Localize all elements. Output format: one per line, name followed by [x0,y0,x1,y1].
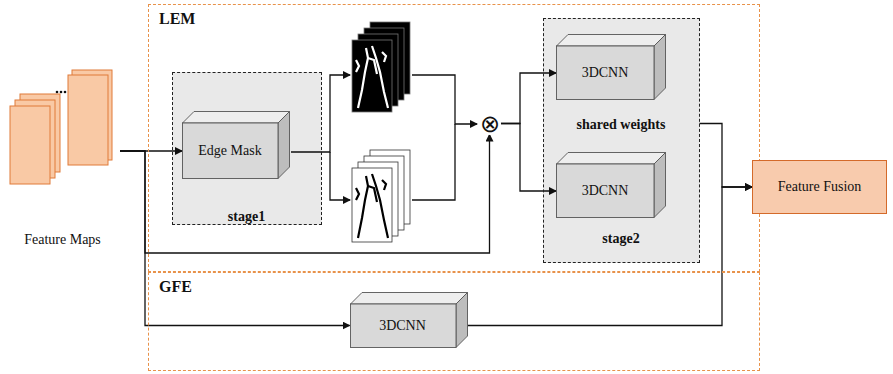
stage-label: shared weights [544,117,699,133]
cnn-block: Edge Mask [182,111,290,179]
stage-label: stage1 [173,209,321,225]
fusion-box: Feature Fusion [752,160,887,214]
node-label: 3DCNN [379,318,426,334]
node-label: Feature Maps [5,232,120,248]
module-region: GFE 3DCNN [148,272,760,371]
cnn-block: 3DCNN [350,292,468,348]
multiply-symbol: ⊗ [480,113,500,135]
feature-maps: Feature Maps [5,62,120,252]
cnn-block: 3DCNN [556,34,666,100]
module-region: LEM stage1 Edge Mask ⊗ shared weights stage2 3… [148,4,760,272]
cube-face: 3DCNN [556,164,654,218]
region-title: LEM [159,10,195,28]
stage-group: stage1 Edge Mask [172,72,322,225]
connector-arrow [700,124,753,188]
node-label: Edge Mask [198,143,261,159]
cube-face: 3DCNN [350,304,456,348]
multiply-node: ⊗ [479,113,501,135]
region-title: GFE [159,278,192,296]
node-label: 3DCNN [582,65,629,81]
feature-map-icon [5,62,120,187]
node-label: Feature Fusion [778,179,862,195]
stage-group: shared weights stage2 3DCNN 3DCNN [543,18,700,263]
cube-face: Edge Mask [182,123,278,179]
stage-label: stage2 [544,231,699,247]
cube-face: 3DCNN [556,46,654,100]
cnn-block: 3DCNN [556,152,666,218]
node-label: 3DCNN [582,183,629,199]
